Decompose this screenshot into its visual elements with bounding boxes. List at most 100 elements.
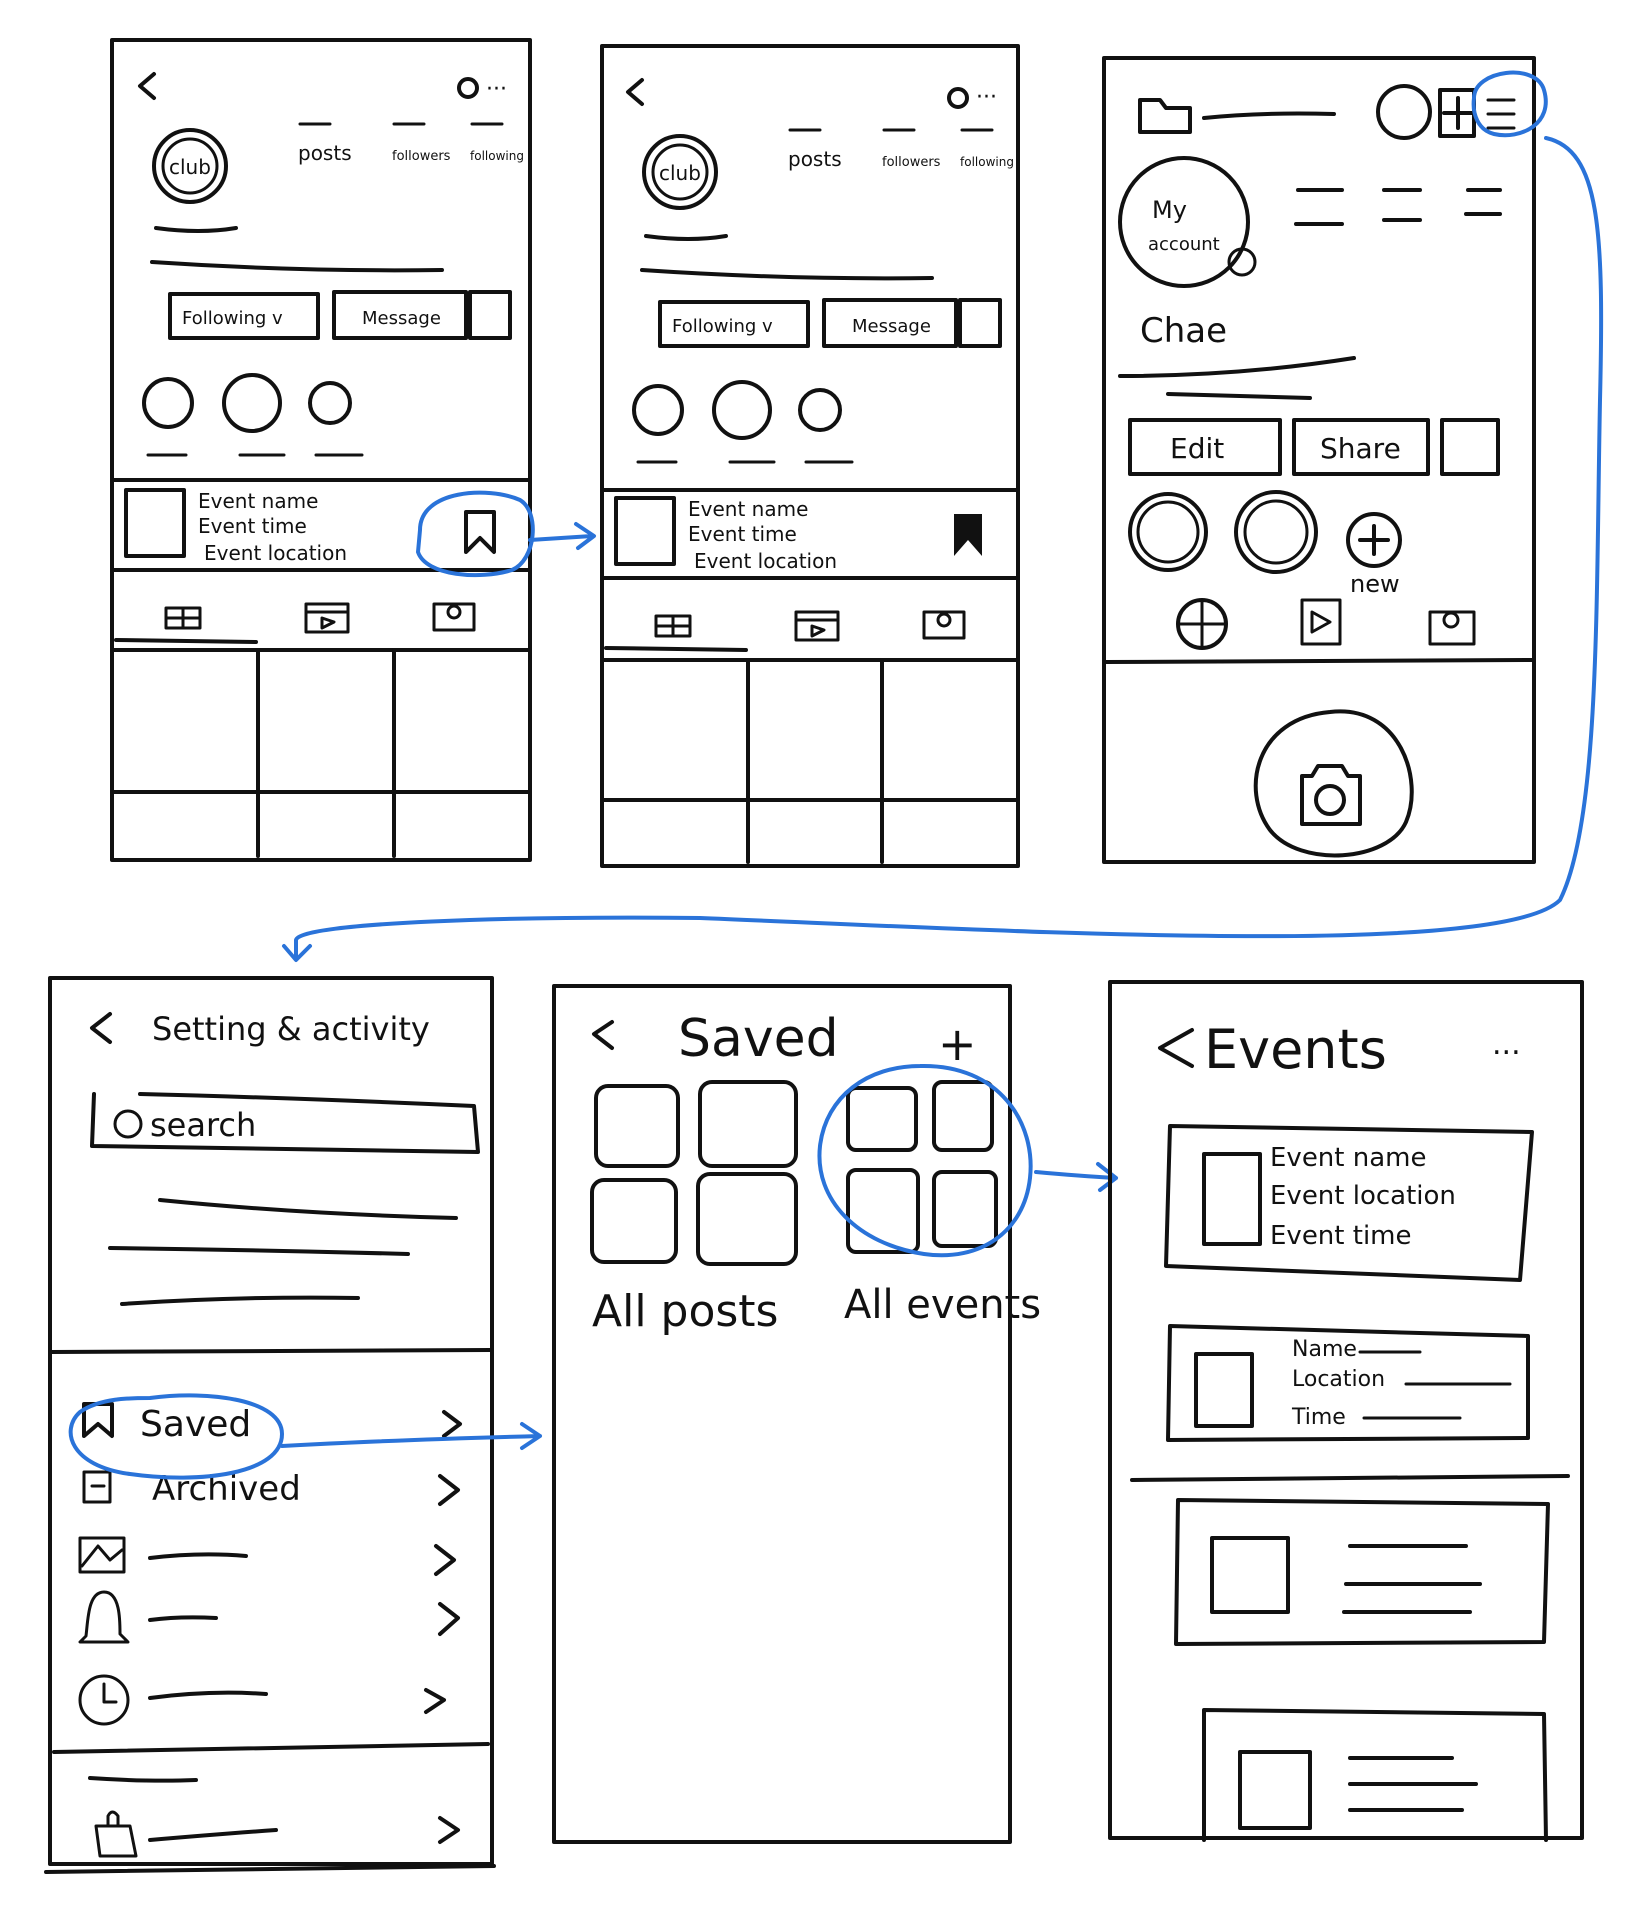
add-story-icon[interactable] — [1227, 247, 1257, 277]
highlight-circle-annotation — [817, 1063, 1033, 1258]
menu-item-3[interactable] — [78, 1536, 456, 1576]
event-text-lines — [1342, 1544, 1482, 1614]
stat-posts: posts — [788, 147, 842, 171]
collection-thumb — [846, 1168, 920, 1254]
avatar-label: My — [1152, 196, 1187, 224]
back-icon[interactable] — [138, 72, 156, 100]
flow-arrow — [1034, 1162, 1118, 1192]
add-friend-button[interactable] — [1440, 418, 1500, 476]
bio-line — [154, 226, 238, 233]
event-card-frame — [1202, 1708, 1548, 1842]
collection-thumb — [698, 1080, 798, 1168]
back-icon[interactable] — [626, 78, 644, 106]
menu-item-6[interactable] — [94, 1810, 460, 1858]
highlight-circle[interactable] — [308, 381, 352, 425]
event-thumbnail — [1210, 1536, 1290, 1614]
stat-followers: followers — [882, 155, 941, 170]
event-name: Event name — [688, 497, 808, 521]
event-thumbnail — [1194, 1352, 1254, 1428]
grid-tab-icon[interactable] — [164, 606, 202, 630]
tagged-tab-icon[interactable] — [1428, 610, 1476, 646]
tagged-tab-icon[interactable] — [432, 602, 476, 632]
highlight-circle[interactable] — [142, 377, 194, 429]
menu-item-saved[interactable]: Saved — [82, 1402, 462, 1445]
event-time: Event time — [1270, 1221, 1412, 1251]
more-icon[interactable]: ··· — [976, 85, 997, 110]
search-bar[interactable] — [90, 1092, 480, 1154]
event-thumbnail — [1202, 1152, 1262, 1246]
plus-icon — [1442, 96, 1474, 130]
event-thumbnail — [1238, 1750, 1312, 1830]
highlight-circle[interactable] — [798, 388, 842, 432]
chevron-right-icon — [438, 1602, 460, 1636]
new-highlight-button[interactable] — [1346, 512, 1402, 568]
highlight-inner — [1243, 499, 1309, 565]
message-button[interactable] — [332, 290, 468, 340]
threads-icon[interactable] — [1376, 84, 1432, 140]
search-icon — [113, 1109, 143, 1139]
bio-line — [640, 268, 934, 281]
divider — [1130, 1474, 1570, 1482]
archive-icon — [82, 1470, 112, 1504]
event-card-frame — [1164, 1124, 1534, 1282]
bookmark-filled-icon[interactable] — [954, 514, 982, 556]
following-button[interactable] — [168, 292, 320, 340]
highlight-circle[interactable] — [632, 384, 684, 436]
highlight-circle[interactable] — [1128, 492, 1208, 572]
message-button[interactable] — [822, 298, 958, 348]
back-icon[interactable] — [1158, 1028, 1194, 1068]
camera-button[interactable] — [1253, 709, 1414, 858]
event-thumbnail — [124, 488, 186, 558]
bell-icon[interactable] — [457, 77, 479, 99]
event-location: Event location — [204, 541, 347, 565]
back-icon[interactable] — [592, 1020, 614, 1050]
following-button-label: Following v — [672, 316, 773, 337]
bell-icon[interactable] — [947, 87, 969, 109]
highlight-inner — [1136, 500, 1200, 564]
add-collection-button[interactable]: + — [938, 1017, 977, 1071]
more-icon[interactable]: ··· — [486, 77, 507, 102]
collection-all-events[interactable]: All events — [844, 1080, 1041, 1328]
collection-all-posts[interactable]: All posts — [590, 1080, 798, 1337]
highlight-circle[interactable] — [712, 380, 772, 440]
back-icon[interactable] — [90, 1012, 112, 1044]
collection-thumb — [594, 1084, 680, 1168]
menu-item-5[interactable] — [78, 1674, 446, 1726]
event-location: Event location — [694, 549, 837, 573]
phone-frame — [600, 44, 1020, 868]
highlight-circle[interactable] — [1234, 490, 1318, 574]
tagged-tab-icon[interactable] — [922, 610, 966, 640]
event-card[interactable] — [1202, 1708, 1548, 1842]
bookmark-icon[interactable] — [464, 510, 496, 554]
clock-icon — [78, 1674, 130, 1726]
event-card[interactable]: Event name Event location Event time — [1164, 1124, 1534, 1282]
screen-settings: Setting & activity search Saved Archived — [44, 976, 496, 1874]
hamburger-menu-icon[interactable] — [1486, 98, 1516, 130]
section-label-line — [88, 1776, 198, 1783]
avatar — [152, 128, 228, 204]
more-icon[interactable]: ... — [1492, 1027, 1521, 1062]
stat-posts: posts — [298, 141, 352, 165]
folder-icon[interactable] — [1138, 98, 1192, 134]
share-profile-button[interactable] — [1292, 418, 1430, 476]
saved-title: Saved — [678, 1009, 839, 1069]
following-button[interactable] — [658, 300, 810, 348]
event-card[interactable] — [1174, 1498, 1550, 1646]
flow-arrow — [280, 1422, 542, 1450]
reels-tab-icon[interactable] — [1300, 598, 1342, 646]
account-line — [158, 1198, 458, 1220]
screen-club-profile: ··· club posts followers following Follo… — [110, 38, 532, 862]
stat-lines — [1294, 188, 1502, 226]
add-friend-button[interactable] — [958, 298, 1002, 348]
grid-tab-icon[interactable] — [654, 614, 692, 638]
message-button-label: Message — [852, 316, 931, 337]
event-card[interactable]: Name Location Time — [1166, 1324, 1530, 1442]
reels-tab-icon[interactable] — [304, 602, 350, 634]
event-location: Event location — [1270, 1181, 1456, 1211]
add-friend-button[interactable] — [468, 290, 512, 340]
menu-item-4[interactable] — [78, 1590, 460, 1644]
highlight-circle[interactable] — [222, 373, 282, 433]
edit-profile-button[interactable] — [1128, 418, 1282, 476]
avatar-inner — [161, 137, 219, 195]
reels-tab-icon[interactable] — [794, 610, 840, 642]
